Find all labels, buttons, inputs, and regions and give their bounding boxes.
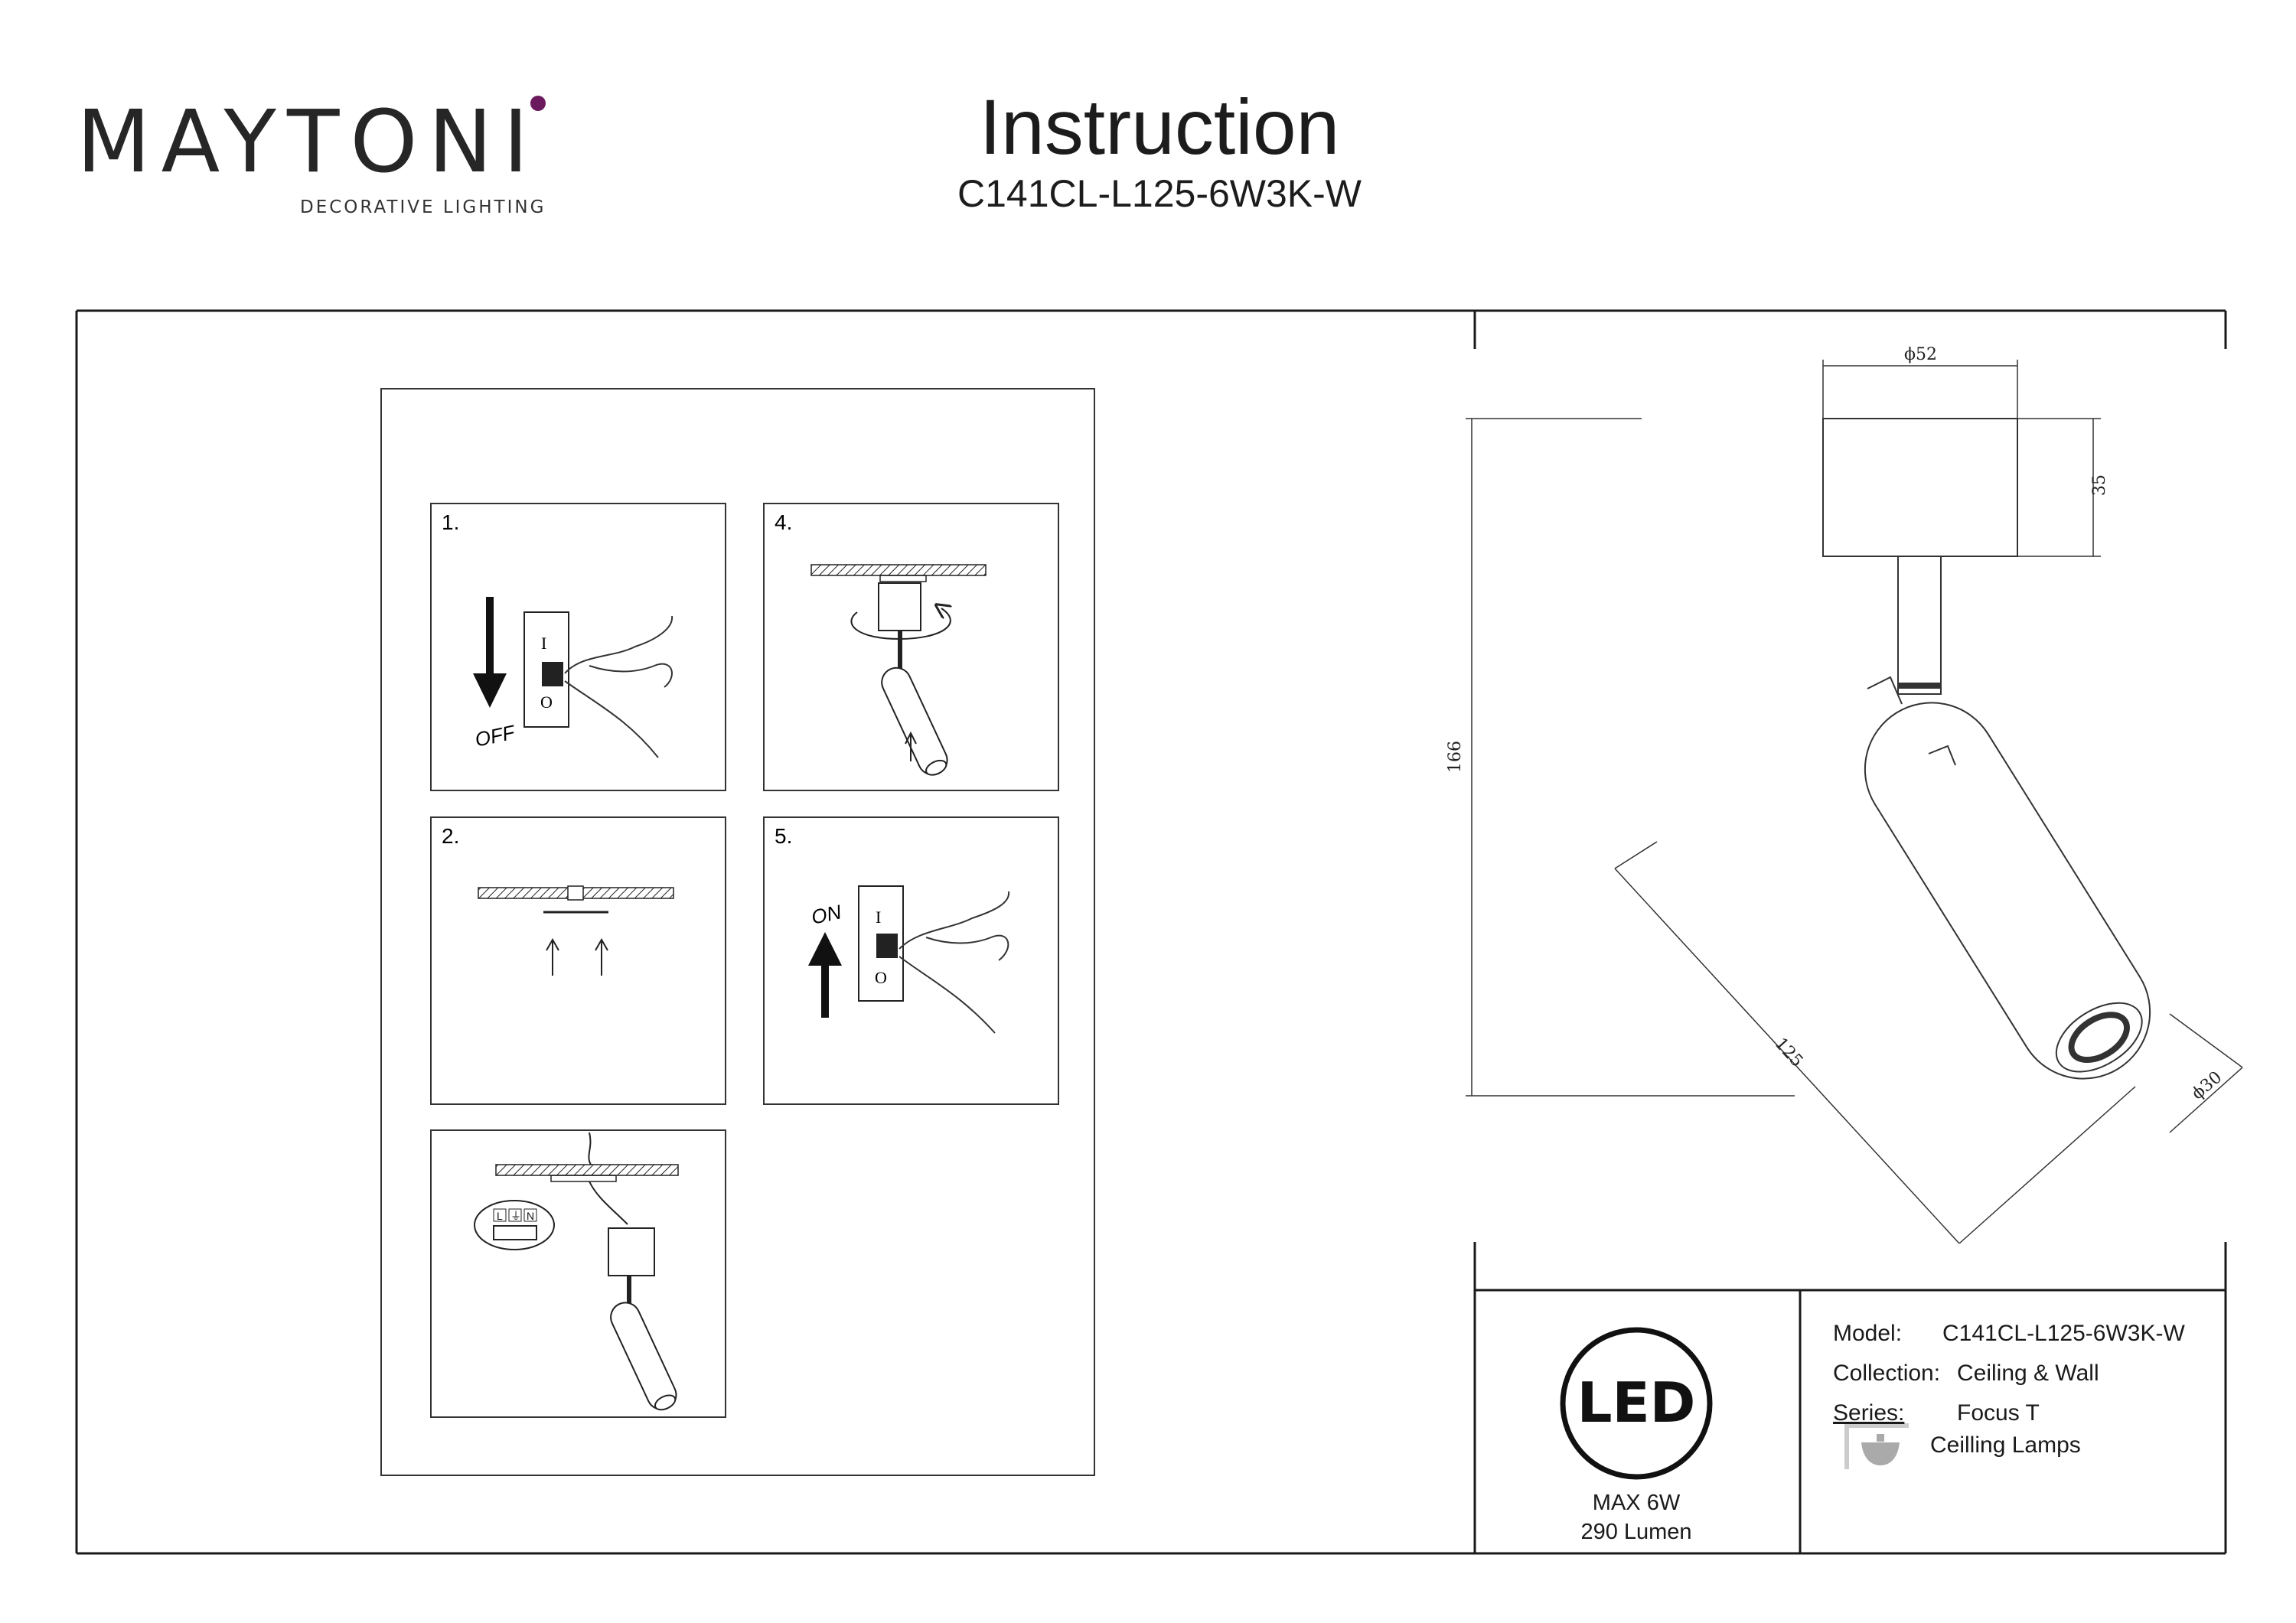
spec-collection-value: Ceiling & Wall xyxy=(1957,1361,2099,1386)
logo-accent-dot xyxy=(530,96,546,111)
step-5-mark-on: I xyxy=(876,908,881,927)
spec-series-value: Focus T xyxy=(1957,1400,2040,1426)
max-power: MAX 6W xyxy=(1592,1491,1681,1515)
step-2-panel: 2. xyxy=(430,816,726,1105)
dim-tube-diameter: ϕ30 xyxy=(2188,1068,2226,1104)
led-badge: LED xyxy=(1560,1327,1713,1480)
spec-series-label: Series: xyxy=(1833,1400,1905,1426)
dim-tube-length: 125 xyxy=(1771,1035,1807,1071)
brand-logo: MAYTONI xyxy=(77,93,540,192)
step-4-spot-tube xyxy=(881,666,948,776)
terminal-l: L xyxy=(497,1210,503,1222)
step-5-hand xyxy=(899,891,1010,1034)
step-4-up-arrow xyxy=(905,731,917,761)
category-label: Ceilling Lamps xyxy=(1930,1432,2081,1458)
step-5-panel: 5. ON I O xyxy=(763,816,1059,1105)
step-1-panel: 1. OFF I O xyxy=(430,503,726,791)
spec-model-label: Model: xyxy=(1833,1321,1903,1346)
step-3-terminal-labels: L ⏚ N xyxy=(493,1208,537,1240)
step-3-spot-tube xyxy=(610,1302,677,1411)
technical-drawing xyxy=(1466,360,2243,1244)
step-3-wires xyxy=(588,1132,628,1225)
brand-tagline: DECORATIVE LIGHTING xyxy=(300,197,546,217)
step-2-up-arrows xyxy=(546,937,608,976)
drawing-base xyxy=(1822,418,2018,557)
step-4-ceiling xyxy=(810,564,987,576)
step-5-on-label: ON xyxy=(809,900,843,928)
drawing-tube xyxy=(1864,702,2151,1080)
step-4-base xyxy=(878,582,921,631)
dim-total-height: 166 xyxy=(1446,741,1465,773)
terminal-earth: ⏚ xyxy=(510,1210,521,1222)
drawing-stem xyxy=(1897,556,1942,695)
page-title: Instruction xyxy=(979,83,1340,171)
step-5-on-arrow xyxy=(808,932,842,1018)
step-2-mount-hole xyxy=(567,885,584,901)
step-3-ceiling xyxy=(495,1164,679,1176)
step-4-number: 4. xyxy=(775,510,792,534)
step-1-mark-off: O xyxy=(540,693,553,712)
outer-frame xyxy=(75,309,2227,1555)
step-4-panel: 4. xyxy=(763,503,1059,791)
spec-collection-label: Collection: xyxy=(1833,1361,1941,1386)
instruction-panel xyxy=(380,388,1095,1476)
step-1-off-label: OFF xyxy=(473,720,518,751)
step-5-number: 5. xyxy=(775,824,792,848)
step-5-switch: I O xyxy=(858,885,904,1002)
led-badge-label: LED xyxy=(1577,1370,1696,1435)
dimension-labels: ϕ52 35 166 125 ϕ30 xyxy=(1446,345,2226,1103)
step-2-number: 2. xyxy=(442,824,459,848)
model-code: C141CL-L125-6W3K-W xyxy=(957,172,1362,215)
step-1-hand xyxy=(564,615,673,758)
terminal-n: N xyxy=(527,1210,534,1222)
step-3-panel: L ⏚ N xyxy=(430,1129,726,1418)
step-1-number: 1. xyxy=(442,510,459,534)
spec-model-value: C141CL-L125-6W3K-W xyxy=(1942,1321,2185,1346)
step-5-mark-off: O xyxy=(875,968,887,987)
lumen-output: 290 Lumen xyxy=(1580,1520,1692,1544)
step-3-base xyxy=(608,1227,655,1276)
ceiling-lamp-icon xyxy=(1844,1423,1909,1469)
dim-base-height: 35 xyxy=(2090,474,2109,496)
step-1-switch: I O xyxy=(523,611,569,728)
step-1-mark-on: I xyxy=(541,634,546,653)
step-1-off-arrow xyxy=(473,597,507,708)
dim-top-diameter: ϕ52 xyxy=(1904,345,1937,364)
